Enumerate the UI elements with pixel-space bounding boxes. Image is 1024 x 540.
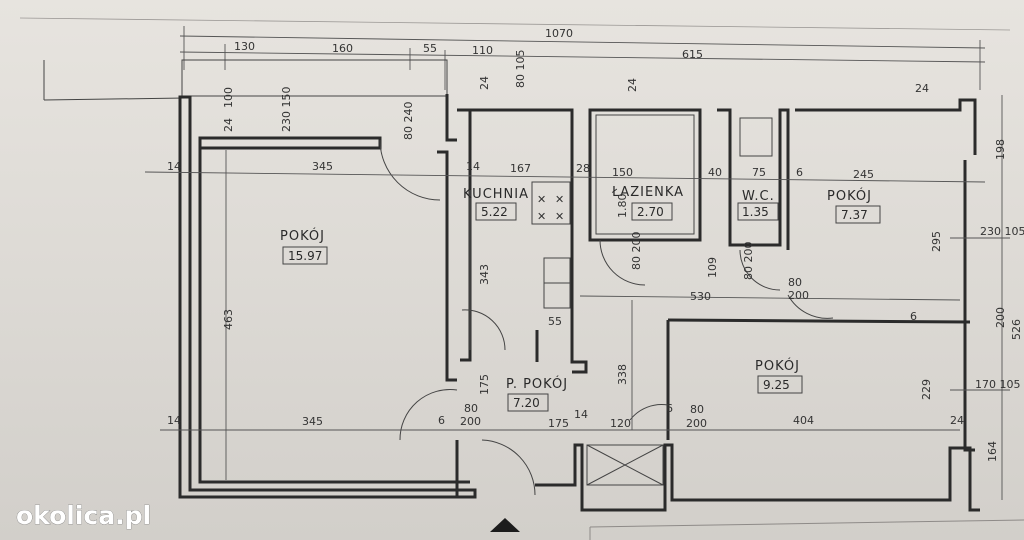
dim-top-160: 160	[332, 42, 353, 55]
svg-text:✕: ✕	[537, 210, 546, 223]
dim-door-200-b: 200	[460, 415, 481, 428]
paper-line	[589, 519, 1024, 528]
dimension-lines	[144, 95, 1010, 500]
dim-40: 40	[708, 166, 722, 179]
room-name: POKÓJ	[755, 358, 800, 374]
svg-text:✕: ✕	[555, 193, 564, 206]
dim-door-80-c: 80	[788, 276, 802, 289]
dim-75: 75	[752, 166, 766, 179]
dim-245: 245	[853, 168, 874, 181]
dim-164: 164	[986, 441, 999, 462]
dimension-texts: 345 345 14 14 14 167 28 150 40 75 6 245 …	[167, 50, 1024, 463]
dim-6-a: 6	[438, 414, 445, 427]
dim-530: 530	[690, 290, 711, 303]
dim-170-105: 170 105	[975, 378, 1021, 391]
exterior-walls	[178, 94, 980, 512]
dim-55: 55	[548, 315, 562, 328]
watermark: okolica.pl	[16, 501, 151, 530]
dim-120: 120	[610, 417, 631, 430]
adjacent-wall-line	[43, 60, 186, 101]
room-name: W.C.	[742, 189, 775, 204]
dim-24-window: 24	[222, 118, 235, 132]
entrance-arrow-icon	[490, 518, 520, 532]
dim-526: 526	[1010, 319, 1023, 340]
room-pokoj-1: POKÓJ 15.97	[280, 228, 328, 265]
dim-230-105: 230 105	[980, 225, 1024, 238]
dim-door-80-b: 80	[464, 402, 478, 415]
dim-80-240: 80 240	[402, 102, 415, 141]
dim-343: 343	[478, 264, 491, 285]
dim-14-left: 14	[167, 160, 181, 173]
dim-6-c: 6	[910, 310, 917, 323]
room-area: 1.35	[742, 205, 769, 219]
room-area: 7.20	[513, 396, 540, 410]
svg-text:✕: ✕	[555, 210, 564, 223]
room-pokoj-2: POKÓJ 7.37	[827, 188, 881, 224]
dim-229: 229	[920, 379, 933, 400]
dim-463: 463	[222, 309, 235, 330]
dim-24-bath: 24	[626, 78, 639, 92]
dim-60-200-wc: 80 200	[742, 242, 755, 281]
dim-167: 167	[510, 162, 531, 175]
dim-28: 28	[576, 162, 590, 175]
dim-24-top: 24	[478, 76, 491, 90]
dim-345-top: 345	[312, 160, 333, 173]
dim-door-200: 200	[686, 417, 707, 430]
paper-line	[19, 17, 1011, 31]
dim-175-vert: 175	[478, 374, 491, 395]
dim-6-b: 6	[666, 402, 673, 415]
dim-80-105: 80 105	[514, 50, 527, 89]
dim-404: 404	[793, 414, 814, 427]
dim-150: 150	[612, 166, 633, 179]
room-name: POKÓJ	[280, 228, 325, 244]
room-pokoj-3: POKÓJ 9.25	[755, 358, 803, 394]
dim-6-wc: 6	[796, 166, 803, 179]
dim-total-width: 1070	[545, 27, 573, 40]
dim-top-55: 55	[423, 42, 437, 55]
dim-top-130: 130	[234, 40, 255, 53]
room-name: ŁAZIENKA	[611, 185, 684, 200]
balcony-outline	[181, 59, 448, 97]
stove	[531, 181, 571, 225]
dim-200: 200	[994, 307, 1007, 328]
dim-top-615: 615	[682, 48, 703, 61]
top-dimension-chain: 1070 130 160 55 110 615	[179, 26, 986, 90]
room-name: POKÓJ	[827, 188, 872, 204]
room-area: 15.97	[288, 249, 322, 263]
dim-door-200-c: 200	[788, 289, 809, 302]
svg-text:✕: ✕	[537, 193, 546, 206]
dim-180: 1.80	[616, 194, 629, 219]
dim-345-bottom: 345	[302, 415, 323, 428]
room-area: 5.22	[481, 205, 508, 219]
room-area: 2.70	[637, 205, 664, 219]
dim-175: 175	[548, 417, 569, 430]
dim-80-200-bath: 80 200	[630, 232, 643, 271]
dim-295: 295	[930, 231, 943, 252]
room-kuchnia: KUCHNIA 5.22	[463, 187, 529, 221]
dim-door-80: 80	[690, 403, 704, 416]
room-przedpokoj: P. POKÓJ 7.20	[506, 376, 568, 412]
dim-100: 100	[222, 87, 235, 108]
room-name: P. POKÓJ	[506, 376, 568, 392]
dim-109: 109	[706, 257, 719, 278]
dim-230-150: 230 150	[280, 87, 293, 133]
dim-24-right: 24	[950, 414, 964, 427]
dim-14-corr: 14	[574, 408, 588, 421]
room-name: KUCHNIA	[463, 187, 529, 202]
room-lazienka: ŁAZIENKA 2.70	[611, 185, 684, 221]
dim-14-kitchen: 14	[466, 160, 480, 173]
dim-14-left-bottom: 14	[167, 414, 181, 427]
room-area: 9.25	[763, 378, 790, 392]
dim-198: 198	[994, 139, 1007, 160]
dim-24-topright: 24	[915, 82, 929, 95]
fixtures: ✕ ✕ ✕ ✕	[531, 117, 773, 486]
toilet	[739, 117, 773, 157]
room-wc: W.C. 1.35	[737, 189, 779, 221]
dim-338: 338	[616, 364, 629, 385]
ventilation-shaft	[586, 444, 664, 486]
room-area: 7.37	[841, 208, 868, 222]
dim-top-110: 110	[472, 44, 493, 57]
